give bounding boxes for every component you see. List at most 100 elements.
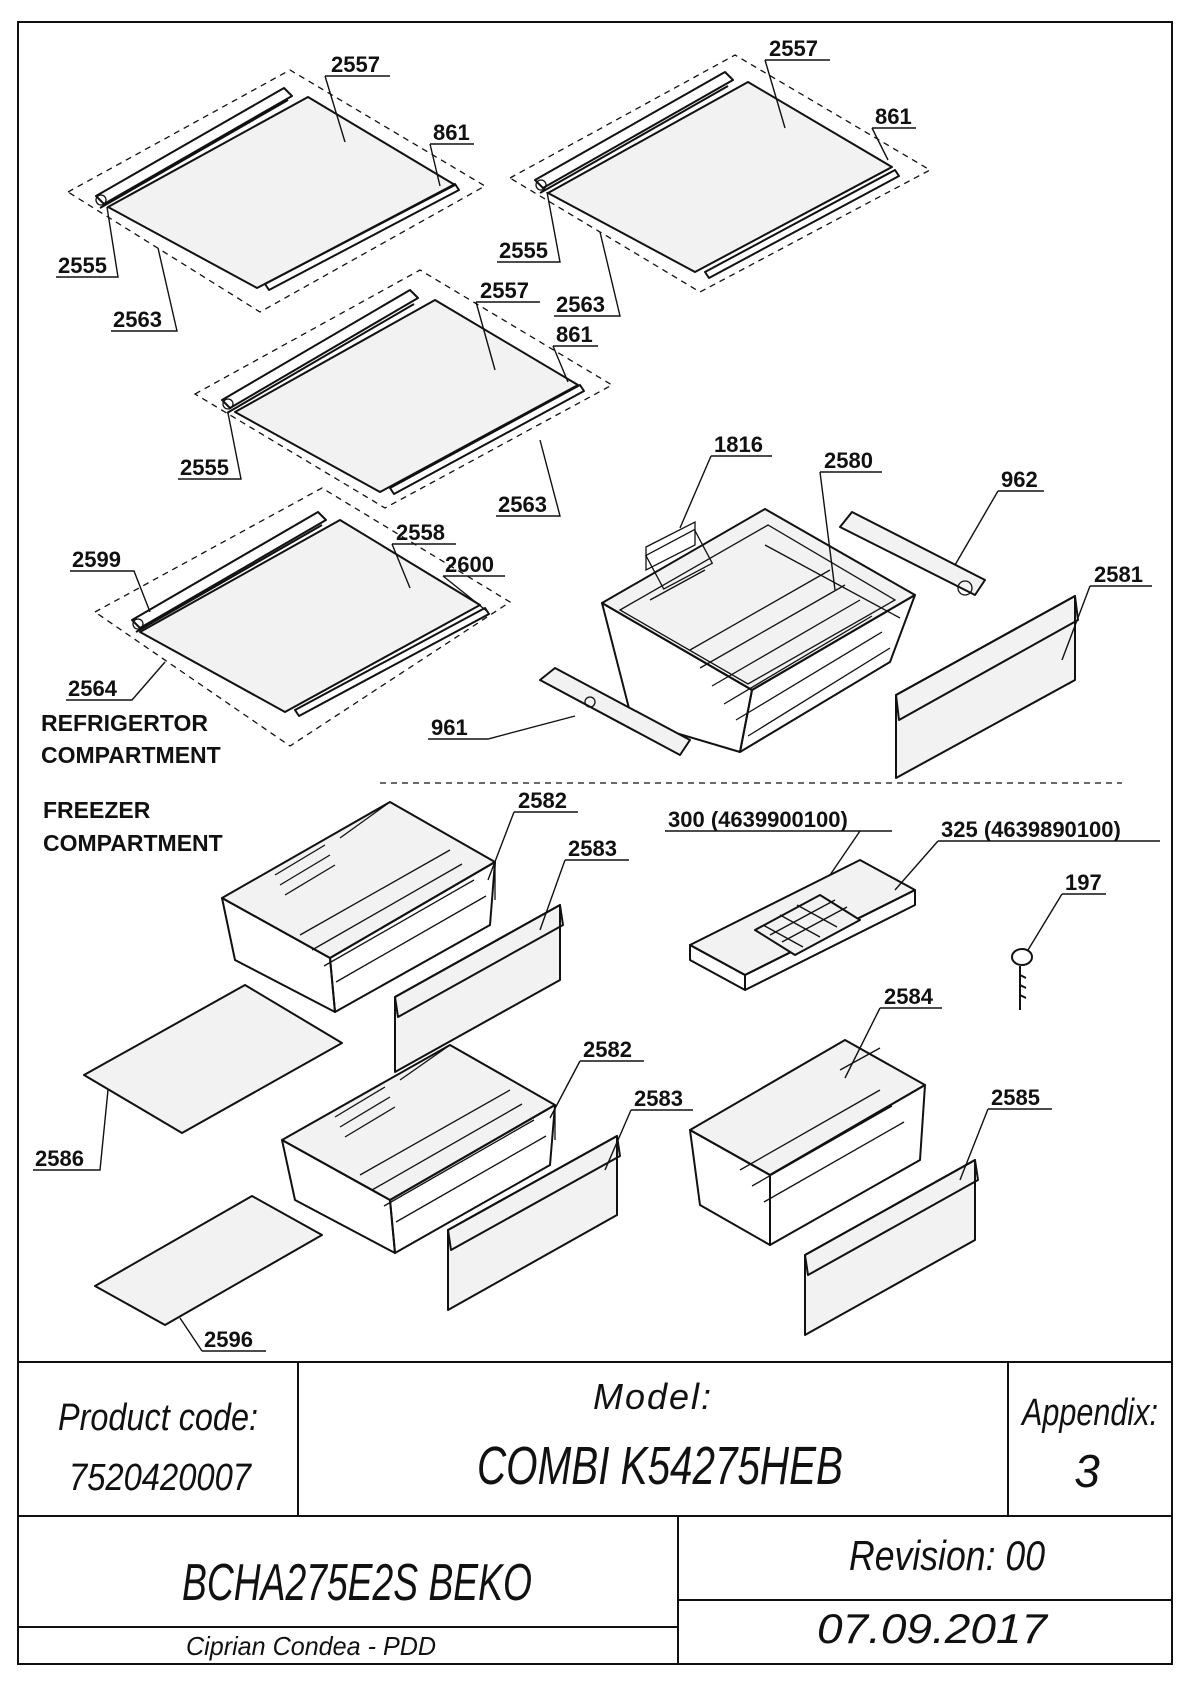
callout-861b: 861 (871, 104, 916, 161)
callout-2558: 2558 (391, 520, 456, 589)
product-name: BCHA275E2S BEKO (182, 1554, 532, 1612)
drawing-frame (17, 21, 1173, 1665)
callout-2555b: 2555 (497, 191, 561, 263)
callout-2563b: 2563 (554, 231, 621, 317)
svg-text:2586: 2586 (35, 1146, 84, 1171)
svg-text:861: 861 (433, 120, 470, 145)
svg-text:2563: 2563 (113, 307, 162, 332)
callout-861a: 861 (429, 120, 474, 187)
callout-961: 961 (428, 715, 576, 740)
rail-right (839, 511, 986, 596)
appendix-label: Appendix: (1020, 1392, 1158, 1434)
svg-text:2557: 2557 (769, 36, 818, 61)
svg-text:2585: 2585 (991, 1085, 1040, 1110)
svg-text:2564: 2564 (68, 676, 118, 701)
svg-text:2599: 2599 (72, 547, 121, 572)
callout-2583b: 2583 (604, 1086, 693, 1171)
callout-2584: 2584 (844, 984, 942, 1079)
svg-text:2555: 2555 (180, 455, 229, 480)
callout-2596: 2596 (179, 1317, 266, 1352)
callout-2563c: 2563 (496, 439, 561, 517)
freezer-glass-plate-2586 (83, 984, 343, 1134)
svg-text:2557: 2557 (480, 278, 529, 303)
svg-text:2555: 2555 (499, 238, 548, 263)
label-card (645, 520, 696, 572)
svg-text:2557: 2557 (331, 52, 380, 77)
callout-2582a: 2582 (487, 788, 578, 881)
callout-325: 325 (4639890100) (894, 817, 1160, 891)
svg-text:2596: 2596 (204, 1327, 253, 1352)
callout-2585: 2585 (959, 1085, 1052, 1181)
callout-2599: 2599 (70, 547, 151, 613)
shelf-assembly-a (66, 69, 487, 313)
svg-text:300 (4639900100): 300 (4639900100) (668, 807, 848, 832)
product-code-label: Product code: (58, 1397, 258, 1439)
svg-text:962: 962 (1001, 467, 1038, 492)
freezer-drawer-2 (281, 1044, 556, 1254)
svg-text:197: 197 (1065, 870, 1102, 895)
svg-text:2584: 2584 (884, 984, 934, 1009)
callout-2557b: 2557 (764, 36, 830, 129)
shelf-assembly-b (508, 54, 932, 293)
callout-2563a: 2563 (111, 247, 178, 332)
crisper-front-panel (895, 595, 1079, 779)
svg-text:2583: 2583 (634, 1086, 683, 1111)
drawing-date: 07.09.2017 (817, 1605, 1049, 1652)
svg-text:2563: 2563 (556, 292, 605, 317)
svg-text:2563: 2563 (498, 492, 547, 517)
svg-text:2582: 2582 (583, 1037, 632, 1062)
freezer-drawer-3 (689, 1039, 926, 1246)
svg-text:2581: 2581 (1094, 562, 1143, 587)
model-label: Model: (593, 1376, 713, 1417)
svg-text:2558: 2558 (396, 520, 445, 545)
rail-left (539, 667, 691, 756)
svg-text:861: 861 (556, 322, 593, 347)
refrigerator-section-title-1: REFRIGERTOR (41, 710, 208, 736)
callout-2583a: 2583 (539, 836, 629, 931)
svg-text:2583: 2583 (568, 836, 617, 861)
freezer-drawer-1 (221, 801, 496, 1013)
callout-197: 197 (1027, 870, 1106, 951)
callout-2582b: 2582 (549, 1037, 644, 1119)
svg-text:861: 861 (875, 104, 912, 129)
freezer-section-title-2: COMPARTMENT (43, 830, 223, 856)
callout-2557a: 2557 (324, 52, 390, 143)
svg-text:2580: 2580 (824, 448, 873, 473)
svg-text:325 (4639890100): 325 (4639890100) (941, 817, 1121, 842)
callout-2557c: 2557 (475, 278, 540, 371)
ice-tray (689, 859, 916, 991)
freezer-front-panel-1 (394, 904, 564, 1073)
svg-text:2600: 2600 (445, 552, 494, 577)
appendix-value: 3 (1074, 1445, 1100, 1497)
callout-2581: 2581 (1061, 562, 1152, 661)
refrigerator-section-title-2: COMPARTMENT (41, 742, 221, 768)
svg-text:961: 961 (431, 715, 468, 740)
callout-1816: 1816 (679, 432, 772, 529)
freezer-front-panel-2 (447, 1135, 621, 1311)
callout-2580: 2580 (819, 448, 882, 591)
svg-text:2582: 2582 (518, 788, 567, 813)
callout-962: 962 (954, 467, 1044, 566)
author: Ciprian Condea - PDD (186, 1631, 436, 1661)
svg-text:2555: 2555 (58, 253, 107, 278)
callout-300: 300 (4639900100) (665, 807, 892, 876)
shelf-assembly-d (93, 487, 512, 747)
shelf-assembly-c (193, 269, 614, 509)
callout-2564: 2564 (66, 661, 166, 701)
revision: Revision: 00 (849, 1532, 1046, 1579)
product-code-value: 7520420007 (69, 1457, 253, 1499)
title-block (18, 1361, 1172, 1664)
freezer-section-title-1: FREEZER (43, 797, 151, 823)
callout-2555a: 2555 (56, 206, 119, 278)
crisper-drawer (601, 508, 916, 753)
model-value: COMBI K54275HEB (477, 1436, 843, 1496)
callout-2600: 2600 (442, 552, 505, 613)
door-key (1011, 948, 1033, 1010)
callout-2586: 2586 (33, 1089, 109, 1171)
svg-text:1816: 1816 (714, 432, 763, 457)
freezer-glass-plate-2596 (94, 1195, 323, 1326)
freezer-front-panel-3 (804, 1159, 979, 1336)
callout-2555c: 2555 (178, 412, 242, 480)
callout-861c: 861 (552, 322, 598, 383)
